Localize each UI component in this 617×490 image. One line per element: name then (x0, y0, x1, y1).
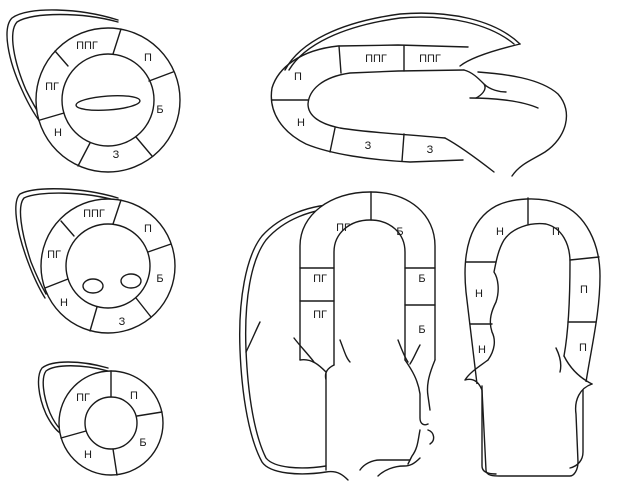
mid-divider (112, 199, 122, 225)
segment-label: П (580, 284, 588, 296)
segment-label: ПГ (336, 222, 350, 234)
four-chamber-rv-outer (239, 203, 349, 481)
basal-outer-ring (35, 27, 181, 173)
mid-divider (44, 278, 69, 289)
segment-label: Б (418, 273, 425, 285)
basal-divider (77, 142, 91, 167)
segment-label: З (113, 149, 120, 161)
mid-divider (135, 297, 152, 318)
basal-divider (54, 50, 69, 67)
segment-label: П (552, 226, 560, 238)
segment-label: Н (60, 297, 68, 309)
mid-outer-ring (40, 198, 176, 334)
long-axis-mitral-leaflet (444, 137, 495, 173)
segment-label: П (144, 52, 152, 64)
segment-label: ПГ (313, 273, 327, 285)
long-axis-atrium-inner (469, 97, 539, 109)
mid-inner-cavity (65, 223, 151, 309)
two-chamber-valve-right (555, 347, 593, 385)
basal-valve-orifice (75, 94, 141, 112)
segment-label: Н (54, 127, 62, 139)
segment-label: Н (496, 226, 504, 238)
segment-label: Б (156, 104, 163, 116)
long-axis-lv-outer (270, 44, 469, 163)
segment-label: Б (139, 437, 146, 449)
segment-label: З (427, 144, 434, 156)
four-chamber-atria-bottom (359, 457, 421, 477)
four-chamber-rv-inner (244, 207, 344, 469)
basal-inner-cavity (61, 53, 155, 147)
long-axis-view: ППГ ППГ П Н З З (270, 12, 568, 177)
long-axis-atrium (477, 71, 568, 177)
segment-label: Б (396, 226, 403, 238)
two-chamber-lv-inner (487, 222, 571, 361)
long-axis-divider (329, 127, 336, 153)
two-chamber-valve-left (464, 359, 593, 477)
segment-label: ППГ (419, 53, 441, 65)
segment-label: Н (297, 117, 305, 129)
two-chamber-view: Н П Н П Н П (464, 197, 601, 477)
segment-label: ПГ (45, 81, 59, 93)
apical-divider (136, 411, 163, 417)
segment-label: ПГ (313, 309, 327, 321)
basal-divider (135, 136, 153, 157)
segment-label: ППГ (83, 208, 105, 220)
segment-label: П (294, 71, 302, 83)
segment-label: ПГ (76, 392, 90, 404)
two-chamber-divider (569, 256, 600, 261)
four-chamber-septum-base (299, 358, 335, 471)
segment-label: П (144, 223, 152, 235)
segment-label: П (579, 342, 587, 354)
mid-atrial-outline-outer (15, 188, 119, 299)
long-axis-lv-inner (307, 69, 465, 139)
short-axis-basal-view: ППГ П Б З Н ПГ (6, 9, 181, 173)
mid-divider (89, 306, 98, 332)
long-axis-divider (401, 133, 405, 162)
apical-divider (60, 430, 87, 439)
segment-label: З (119, 316, 126, 328)
four-chamber-tricuspid-lip (397, 339, 421, 365)
short-axis-apical-view: ПГ П Б Н (37, 361, 164, 476)
two-chamber-atrium (481, 385, 584, 475)
four-chamber-view: ПГ Б ПГ Б ПГ Б (239, 191, 436, 481)
long-axis-divider (338, 45, 342, 74)
segment-label: Б (156, 273, 163, 285)
apical-outline-inner (42, 365, 109, 431)
mid-divider (60, 220, 75, 237)
four-chamber-lateral-base (404, 359, 436, 465)
basal-divider (148, 71, 174, 82)
segment-label: Н (84, 449, 92, 461)
papillary-muscle (82, 278, 104, 294)
long-axis-heart-outline-inner (288, 16, 515, 71)
four-chamber-lv-inner (333, 219, 406, 366)
segment-label: Н (478, 344, 486, 356)
apical-divider (112, 448, 118, 476)
long-axis-heart-outline-outer (284, 12, 521, 71)
mid-divider (147, 243, 172, 253)
segment-label: Н (475, 288, 483, 300)
basal-atrial-outline-outer (6, 9, 119, 129)
segment-label: П (130, 390, 138, 402)
papillary-muscle (120, 273, 142, 289)
segment-label: ППГ (76, 40, 98, 52)
mid-atrial-outline-inner (19, 192, 119, 295)
segment-label: З (365, 140, 372, 152)
long-axis-aortic-root (459, 43, 521, 67)
basal-divider (39, 112, 65, 121)
segment-label: ППГ (365, 53, 387, 65)
apical-outline-outer (37, 361, 109, 434)
segment-label: ПГ (47, 249, 61, 261)
segment-label: Б (418, 324, 425, 336)
basal-divider (112, 28, 122, 55)
basal-atrial-outline-inner (11, 13, 119, 125)
four-chamber-rv-wall-left (245, 321, 261, 353)
four-chamber-mitral-lip (293, 337, 351, 363)
short-axis-mid-view: ППГ П Б З Н ПГ (15, 188, 176, 334)
long-axis-valve-lip (463, 69, 507, 99)
